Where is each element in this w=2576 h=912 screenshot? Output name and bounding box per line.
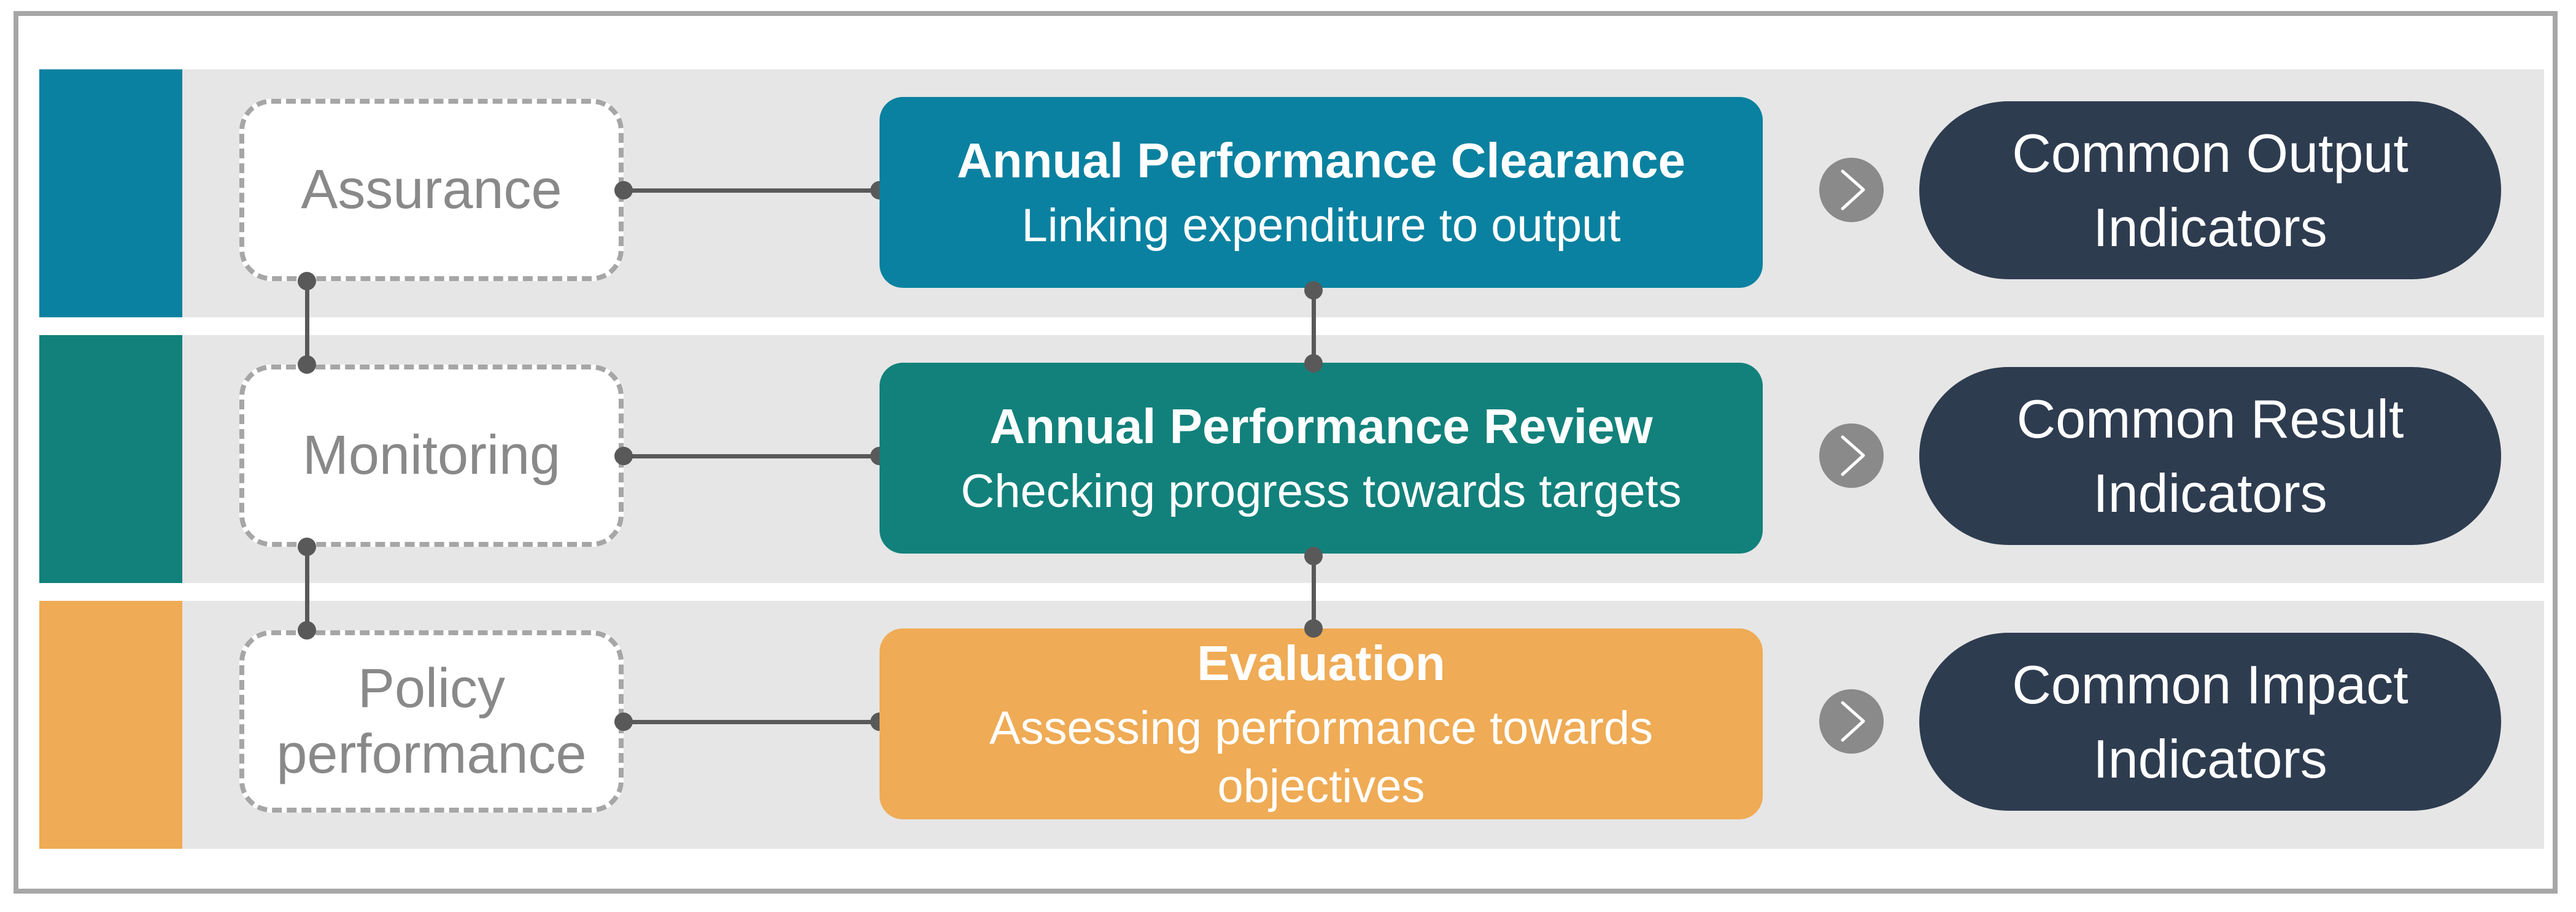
connector-dot [298,272,316,290]
connector-line [624,720,880,724]
chevron-right-icon [1841,169,1865,211]
connector-line [1312,553,1316,630]
connector-dot [1304,281,1323,299]
process-subtitle: Linking expenditure to output [1021,199,1621,252]
connector-dot [298,355,316,374]
chevron-circle [1819,689,1884,754]
row-assurance: Assurance Annual Performance Clearance L… [0,69,2576,317]
connector-line [624,188,880,193]
connector-dot [1304,619,1323,638]
accent-bar [39,335,182,583]
stage-label: Assurance [301,159,562,221]
process-title: Evaluation [1197,635,1445,690]
chevron-right-icon [1841,701,1865,742]
connector-dot [614,181,633,199]
indicator-label: Common Impact Indicators [2012,654,2408,789]
connector-line [305,547,309,630]
connector-dot [614,713,633,731]
stage-box-policy-performance: Policy performance [239,630,624,813]
process-subtitle: Assessing performance towards objectives [989,701,1654,813]
row-policy-performance: Policy performance Evaluation Assessing … [0,601,2576,849]
process-box-clearance: Annual Performance Clearance Linking exp… [880,97,1763,288]
connector-line [305,281,309,365]
connector-dot [298,538,316,556]
process-box-review: Annual Performance Review Checking progr… [880,363,1763,554]
accent-bar [39,601,182,849]
process-box-evaluation: Evaluation Assessing performance towards… [880,628,1763,819]
row-monitoring: Monitoring Annual Performance Review Che… [0,335,2576,583]
chevron-right-icon [1841,435,1865,476]
connector-dot [614,447,633,465]
indicator-pill-impact: Common Impact Indicators [1919,633,2501,811]
chevron-circle [1819,423,1884,488]
indicator-label: Common Output Indicators [2012,122,2408,258]
connector-line [624,454,880,458]
connector-dot [1304,354,1323,373]
accent-bar [39,69,182,317]
stage-label: Monitoring [302,425,561,487]
stage-box-assurance: Assurance [239,99,624,281]
chevron-circle [1819,158,1884,222]
connector-dot [298,621,316,640]
process-title: Annual Performance Clearance [956,133,1686,188]
process-subtitle: Checking progress towards targets [961,465,1682,517]
indicator-label: Common Result Indicators [2016,388,2404,524]
stage-box-monitoring: Monitoring [239,365,624,547]
stage-label: Policy performance [276,658,587,785]
indicator-pill-result: Common Result Indicators [1919,367,2501,545]
process-title: Annual Performance Review [989,399,1653,454]
indicator-pill-output: Common Output Indicators [1919,101,2501,279]
connector-line [1312,288,1316,363]
connector-dot [1304,547,1323,565]
